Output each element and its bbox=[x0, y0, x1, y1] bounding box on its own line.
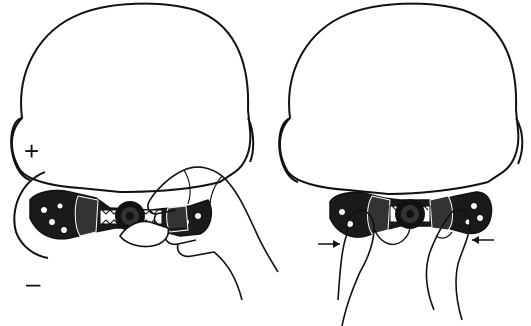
left-panel bbox=[11, 4, 278, 300]
left-helmet-shell bbox=[12, 4, 250, 192]
right-ratchet-knob bbox=[395, 199, 425, 229]
right-panel bbox=[279, 4, 522, 326]
tighten-plus-label: + bbox=[24, 138, 39, 164]
loosen-minus-label: – bbox=[26, 270, 40, 296]
right-helmet-shell bbox=[280, 4, 518, 194]
